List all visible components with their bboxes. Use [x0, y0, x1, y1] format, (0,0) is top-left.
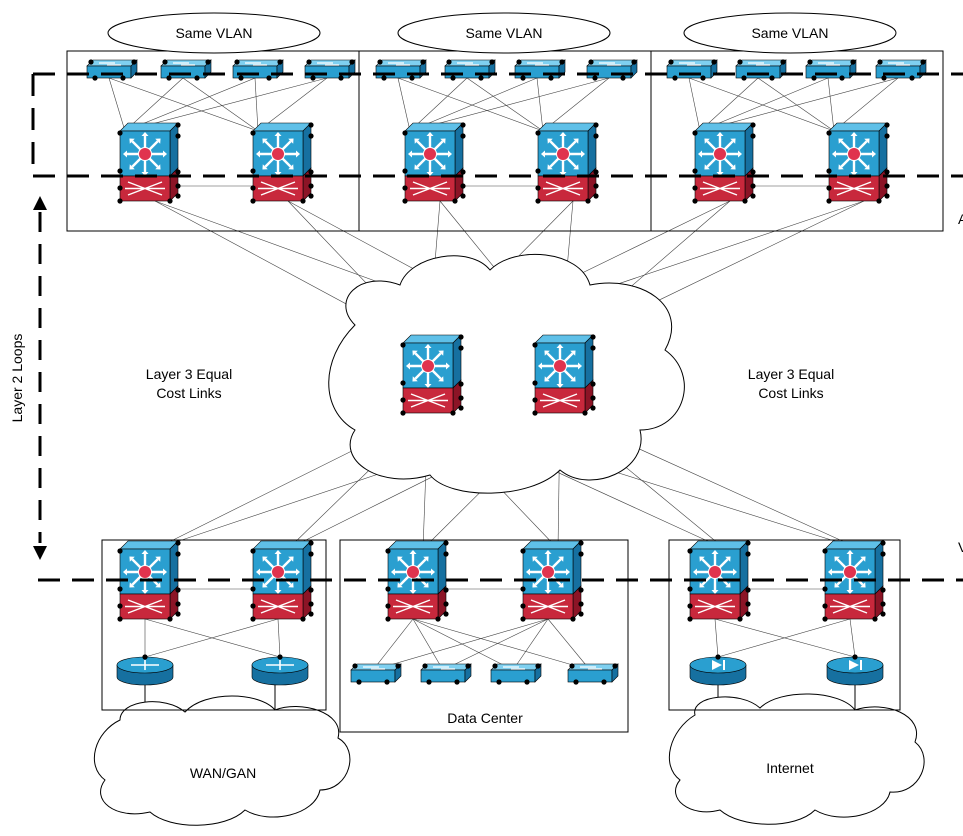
access-switch-12[interactable]	[875, 59, 927, 81]
link-line	[688, 77, 701, 132]
link-line	[182, 77, 259, 132]
link-line	[688, 77, 835, 132]
distribution-switch-5[interactable]	[692, 122, 756, 204]
link-line	[397, 77, 544, 132]
vlan-ellipse-1: Same VLAN	[107, 12, 321, 54]
layer2-loops-arrow	[33, 196, 47, 560]
access-switch-7[interactable]	[514, 59, 566, 81]
link-line	[442, 618, 549, 671]
link-line	[412, 618, 444, 671]
l3-left-line1: Layer 3 Equal	[146, 366, 232, 382]
link-line	[547, 618, 591, 671]
vlan-ellipse-2: Same VLAN	[397, 12, 611, 54]
link-line	[827, 77, 835, 132]
link-line	[536, 77, 544, 132]
datacenter-block	[339, 539, 629, 733]
distribution-switch-2[interactable]	[250, 122, 314, 204]
access-switch-5[interactable]	[375, 59, 427, 81]
internet-label: Internet	[766, 760, 814, 776]
link-line	[124, 77, 184, 132]
layer2-boundary	[31, 72, 963, 582]
link-line	[757, 77, 835, 132]
access-switch-4[interactable]	[304, 59, 356, 81]
internet-block	[668, 539, 901, 711]
datacenter-label: Data Center	[447, 710, 523, 726]
distribution-switch-1[interactable]	[117, 122, 181, 204]
link-line	[257, 77, 328, 132]
vlan-ellipse-3: Same VLAN	[683, 12, 897, 54]
access-switch-1[interactable]	[86, 59, 138, 81]
edge-glyph-bottom: V	[958, 539, 963, 555]
link-line	[409, 77, 468, 132]
core-cloud	[328, 253, 685, 494]
access-switch-10[interactable]	[735, 59, 787, 81]
link-line	[512, 618, 549, 671]
link-line	[542, 77, 610, 132]
link-line	[466, 77, 544, 132]
datacenter-access-switch-3[interactable]	[490, 663, 542, 685]
internet-edge-device-2[interactable]	[826, 654, 884, 686]
access-switch-3[interactable]	[232, 59, 284, 81]
link-line	[714, 618, 719, 658]
l3-right-line1: Layer 3 Equal	[748, 366, 834, 382]
wan-distribution-switch-2[interactable]	[250, 540, 314, 622]
datacenter-distribution-switch-2[interactable]	[520, 540, 584, 622]
access-switch-11[interactable]	[805, 59, 857, 81]
internet-edge-device-1[interactable]	[689, 654, 747, 686]
wan-cloud	[93, 695, 351, 826]
datacenter-access-switch-4[interactable]	[567, 663, 619, 685]
wan-router-1[interactable]	[116, 654, 174, 686]
link-line	[254, 77, 259, 132]
distribution-switch-3[interactable]	[402, 122, 466, 204]
link-line	[412, 618, 591, 671]
link-line	[849, 618, 856, 658]
core-switch-2[interactable]	[532, 334, 596, 416]
link-line	[833, 77, 899, 132]
link-line	[108, 77, 259, 132]
link-line	[409, 77, 610, 132]
link-line	[699, 77, 759, 132]
access-switch-2[interactable]	[160, 59, 212, 81]
wan-block	[101, 539, 327, 711]
wan-router-2[interactable]	[251, 654, 309, 686]
vlan-label-2: Same VLAN	[465, 25, 542, 41]
access-switch-8[interactable]	[586, 59, 638, 81]
link-line	[277, 618, 281, 658]
core-switch-1[interactable]	[400, 334, 464, 416]
datacenter-access-switch-2[interactable]	[420, 663, 472, 685]
l3-right-line2: Cost Links	[758, 385, 823, 401]
link-line	[412, 618, 514, 671]
link-line	[108, 77, 126, 132]
edge-glyph-top: A	[958, 211, 963, 227]
internet-distribution-switch-2[interactable]	[822, 540, 886, 622]
vlan-label-3: Same VLAN	[751, 25, 828, 41]
link-line	[124, 77, 256, 132]
link-line	[699, 77, 899, 132]
distribution-switch-4[interactable]	[535, 122, 599, 204]
internet-cloud	[668, 693, 925, 825]
link-line	[144, 618, 281, 658]
wan-label: WAN/GAN	[190, 765, 256, 781]
l3-left-line2: Cost Links	[156, 385, 221, 401]
link-line	[372, 618, 549, 671]
access-switch-6[interactable]	[444, 59, 496, 81]
link-line	[372, 618, 414, 671]
link-line	[124, 77, 328, 132]
datacenter-distribution-switch-1[interactable]	[385, 540, 449, 622]
distribution-switch-6[interactable]	[826, 122, 890, 204]
link-line	[397, 77, 411, 132]
link-line	[409, 77, 538, 132]
link-line	[699, 77, 829, 132]
datacenter-access-switch-1[interactable]	[350, 663, 402, 685]
vlan-label-1: Same VLAN	[175, 25, 252, 41]
internet-distribution-switch-1[interactable]	[687, 540, 751, 622]
access-switch-9[interactable]	[666, 59, 718, 81]
link-line	[714, 618, 856, 658]
layer2-loops-label: Layer 2 Loops	[9, 334, 25, 423]
